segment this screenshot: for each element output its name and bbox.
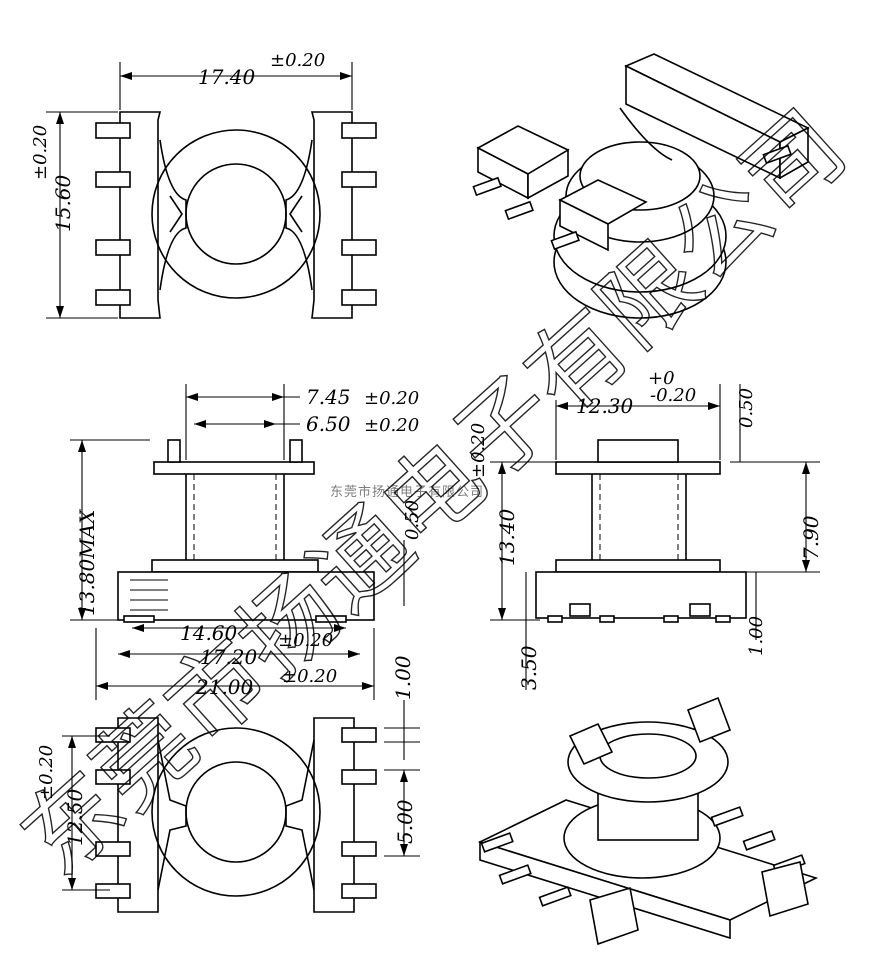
side-tol-minus: -0.20	[650, 385, 696, 406]
bottom-pitch-v: 12.50	[63, 788, 87, 846]
watermark-small: 东莞市扬通电子有限公司	[330, 484, 484, 500]
side-height-tol: ±0.20	[468, 423, 489, 478]
top-view: 17.40 ±0.20 15.60 ±0.20	[30, 50, 377, 319]
front-w3: 21.00	[195, 675, 254, 699]
front-dim-a: 7.45	[306, 385, 351, 409]
front-w1: 14.60	[180, 621, 238, 645]
front-w2-tol: ±0.20	[278, 630, 333, 651]
side-width: 12.30	[576, 394, 634, 418]
top-width-value: 17.40	[198, 65, 256, 89]
side-top-flange: 0.50	[736, 388, 757, 428]
front-w3-tol: ±0.20	[282, 666, 337, 687]
top-height-value: 15.60	[51, 174, 75, 232]
side-view: 12.30 +0 -0.20 0.50 7.90 1.00 13.	[468, 368, 823, 690]
bottom-pitch: 5.00	[393, 799, 417, 844]
front-dim-c: 0.50	[402, 500, 423, 540]
front-dim-b: 6.50	[306, 412, 351, 436]
bottom-pin-w: 1.00	[391, 655, 415, 700]
watermark-large: 东莞市扬通电子有限公司	[0, 89, 867, 898]
front-w2: 17.20	[200, 645, 258, 669]
front-dim-b-tol: ±0.20	[364, 415, 419, 436]
bottom-view: 12.50 ±0.20 1.00 5.00	[36, 655, 420, 913]
top-width-tol: ±0.20	[270, 50, 325, 71]
side-tol-plus: +0	[648, 368, 675, 389]
isometric-top-view	[472, 53, 810, 319]
top-height-tol: ±0.20	[30, 125, 51, 180]
bottom-pitch-v-tol: ±0.20	[36, 745, 57, 800]
side-base: 1.00	[746, 616, 767, 656]
side-pin: 3.50	[517, 645, 541, 690]
side-body: 7.90	[799, 515, 823, 560]
front-view: 7.45 ±0.20 6.50 ±0.20 13.80MAX 0	[70, 384, 423, 700]
side-height: 13.40	[495, 508, 519, 566]
front-height: 13.80MAX	[75, 509, 99, 616]
isometric-bottom-view	[477, 696, 819, 946]
front-dim-a-tol: ±0.20	[364, 388, 419, 409]
